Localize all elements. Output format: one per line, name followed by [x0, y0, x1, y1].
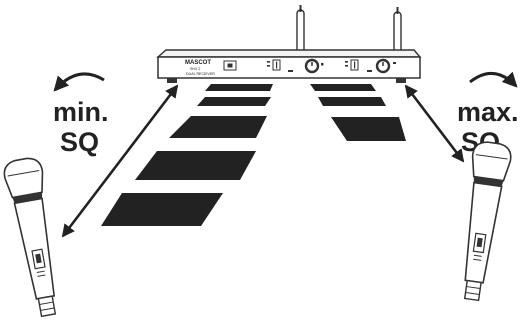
range-arrow-min — [61, 84, 179, 238]
signal-band — [310, 84, 376, 91]
channel-a-display — [267, 59, 281, 71]
range-arrow-max — [404, 84, 465, 163]
receiver-foot-right — [396, 78, 406, 83]
signal-band — [197, 97, 271, 106]
channel-a-output-jack — [321, 63, 324, 66]
power-switch-rocker — [227, 63, 233, 68]
channel-b-output-jack — [393, 62, 396, 64]
signal-band — [101, 193, 223, 226]
model-subtitle: DUAL RECEIVER — [186, 72, 215, 76]
signal-band — [331, 117, 406, 141]
channel-b-led — [367, 70, 372, 72]
brand-label: MASCOT — [185, 60, 211, 66]
microphone-grille — [3, 157, 44, 199]
receiver-unit: MASCOT SHX 2 DUAL RECEIVER — [156, 5, 422, 83]
signal-band — [205, 84, 273, 91]
rotate-counterclockwise-icon — [53, 72, 105, 92]
rotate-clockwise-icon — [469, 71, 518, 88]
signal-field-right — [310, 84, 406, 141]
microphone-grille — [471, 141, 512, 182]
receiver-top-face — [156, 49, 422, 58]
min-squelch-label-line2: SQ — [60, 127, 99, 157]
right-antenna — [393, 7, 402, 57]
microphone-body — [464, 181, 503, 284]
left-antenna — [296, 5, 305, 57]
model-label: SHX 2 — [190, 67, 200, 71]
channel-a-led — [288, 70, 293, 72]
microphone-right — [463, 141, 512, 302]
min-squelch-label-line1: min. — [53, 97, 109, 127]
signal-band — [135, 151, 256, 180]
receiver-foot-left — [167, 78, 177, 83]
max-squelch-label-line1: max. — [457, 97, 519, 127]
signal-band — [169, 116, 267, 138]
channel-b-display — [345, 59, 359, 71]
signal-field-left — [101, 84, 273, 226]
microphone-body — [13, 197, 56, 300]
microphone-left — [3, 157, 57, 318]
signal-band — [318, 97, 386, 106]
